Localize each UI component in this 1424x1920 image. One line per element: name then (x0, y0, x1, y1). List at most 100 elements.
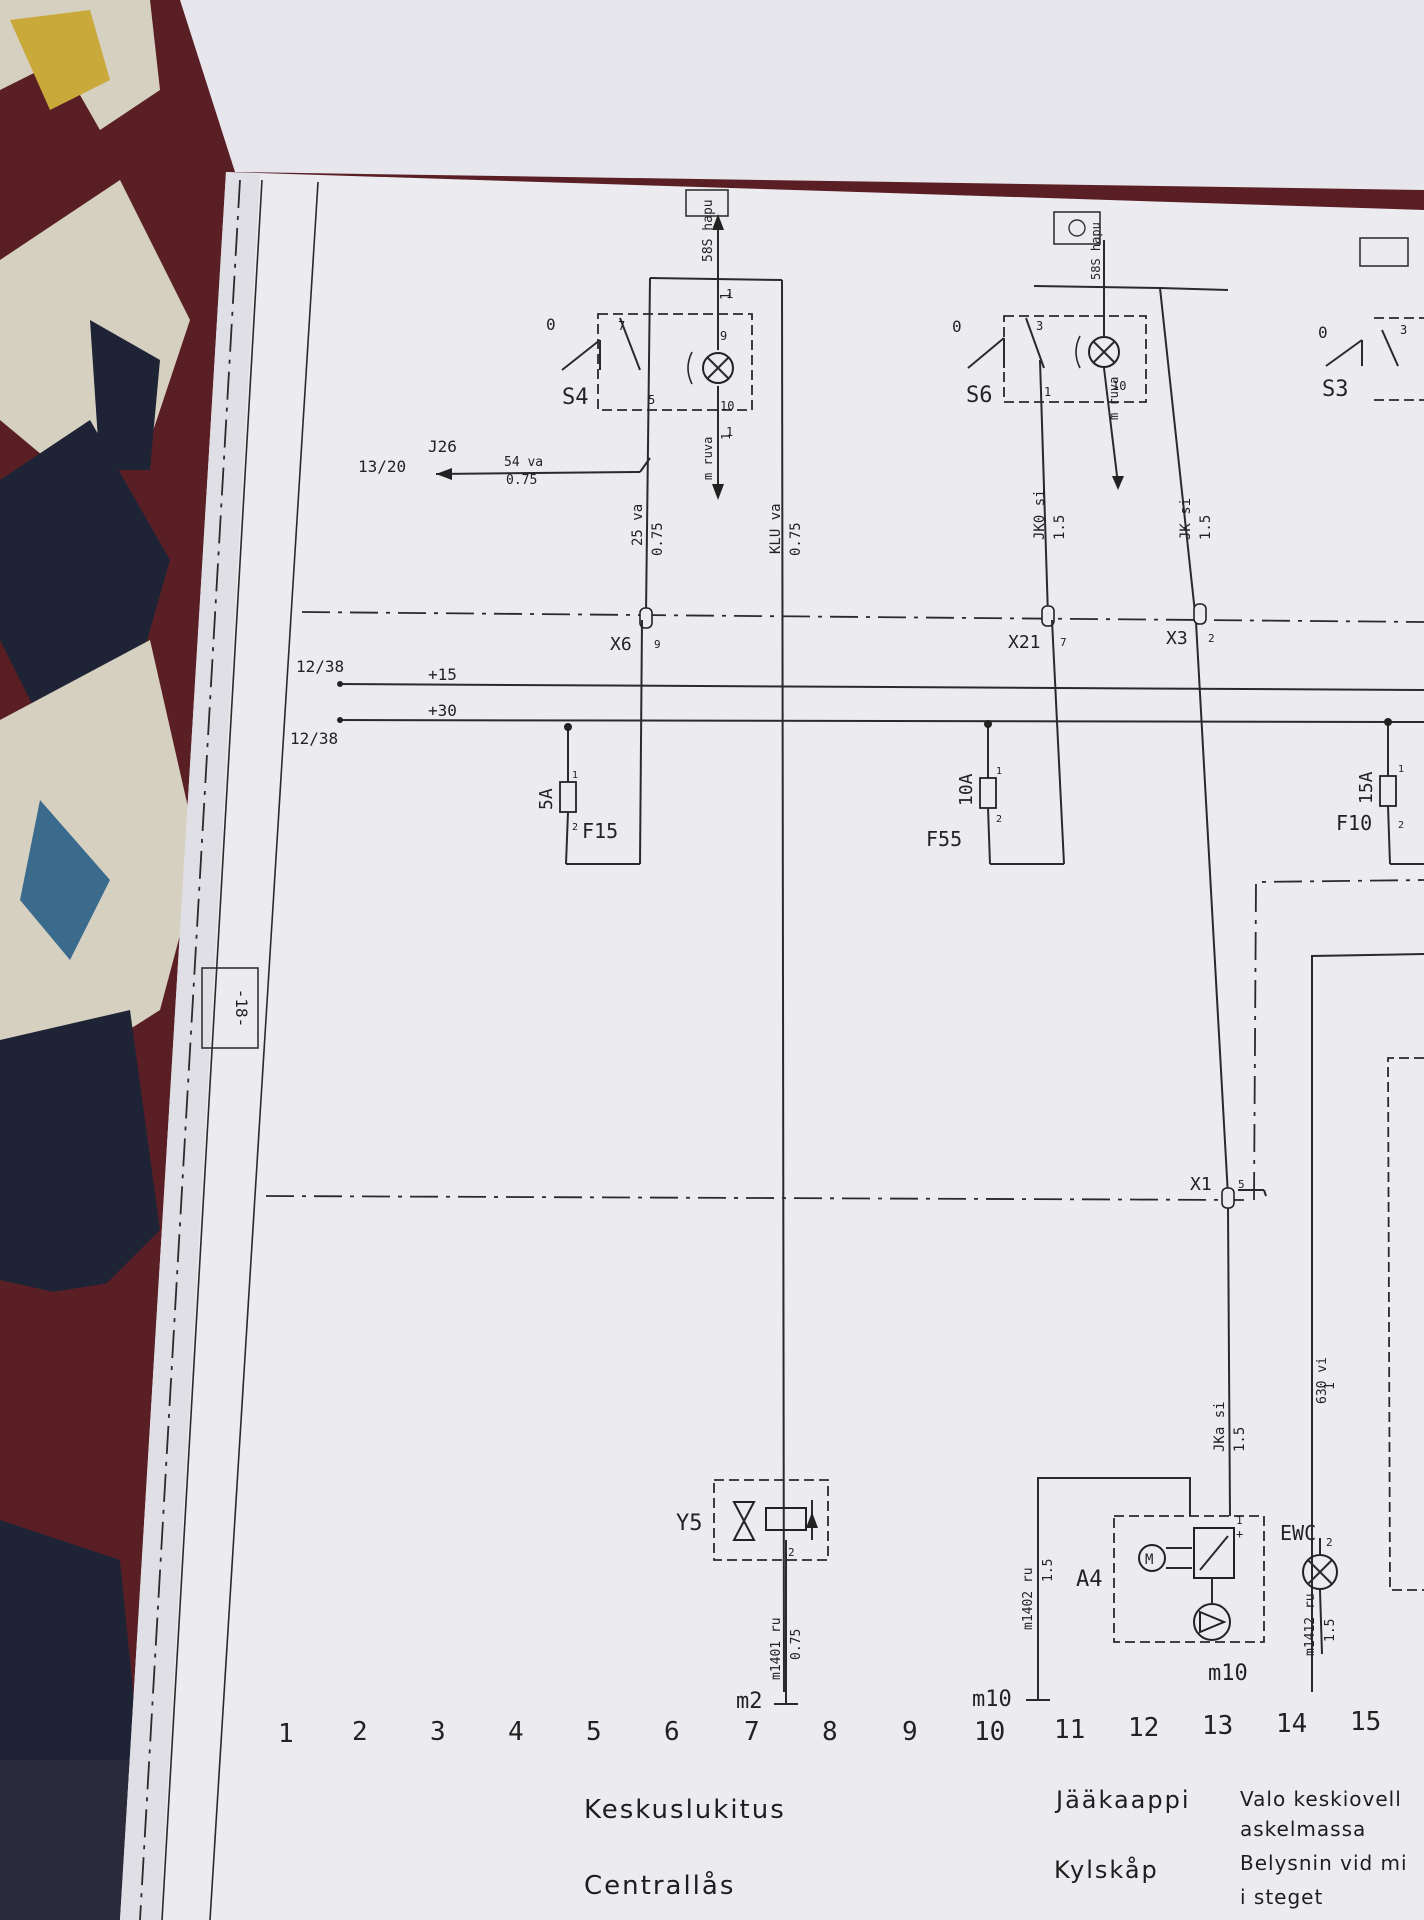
caption-belysnin-1: Belysnin vid mi (1240, 1851, 1408, 1875)
fuse-f15: 5A F15 2 1 (536, 619, 643, 865)
ground-m2: m2 (736, 1689, 798, 1714)
svg-text:1: 1 (1323, 1382, 1338, 1390)
caption-valo-1: Valo keskiovell (1240, 1787, 1402, 1811)
fuse-f10-label: F10 (1336, 811, 1372, 835)
wire-jk (1159, 287, 1197, 623)
svg-text:JK si: JK si (1178, 498, 1194, 540)
svg-text:0.75: 0.75 (650, 522, 666, 556)
ref-j26: J26 (428, 437, 457, 456)
svg-text:0.75: 0.75 (789, 1629, 804, 1660)
switch-s4: 0 S4 7 9 5 10 1 1 (546, 287, 753, 439)
svg-text:2: 2 (788, 1546, 795, 1559)
svg-text:58S hapu: 58S hapu (1089, 222, 1103, 280)
ref-box-s3 (1359, 237, 1409, 267)
svg-text:0: 0 (546, 315, 556, 334)
svg-text:10: 10 (720, 399, 734, 413)
svg-text:+: + (1236, 1527, 1243, 1541)
svg-text:10A: 10A (956, 773, 977, 806)
svg-text:KLU va: KLU va (768, 503, 784, 554)
ref-box-s6 (1053, 211, 1101, 245)
switch-s4-label: S4 (562, 385, 589, 410)
wire-mruva-s6 (1103, 367, 1119, 485)
svg-text:2: 2 (996, 814, 1002, 825)
border-line-inner (209, 181, 319, 1920)
svg-text:X3: X3 (1166, 628, 1188, 649)
svg-text:25 va: 25 va (630, 504, 646, 546)
boundary-line-upper (301, 611, 1424, 623)
rail-plus15: +15 (428, 665, 457, 684)
svg-text:3: 3 (1400, 323, 1407, 337)
connector-x1: X1 5 (1190, 1174, 1267, 1209)
border-dash (139, 179, 241, 1920)
caption-belysnin-2: i steget (1240, 1885, 1323, 1909)
ground-m10-b: m10 (1208, 1661, 1248, 1686)
svg-text:5: 5 (1238, 1178, 1245, 1191)
svg-text:1: 1 (726, 425, 733, 439)
svg-text:5: 5 (648, 393, 655, 407)
lamp-ewc-label: EWC (1280, 1521, 1316, 1545)
caption-keskuslukitus: Keskuslukitus (584, 1795, 786, 1825)
caption-centrallas: Centrallås (584, 1870, 735, 1901)
svg-text:m1401 ru: m1401 ru (769, 1617, 784, 1680)
wire-s4-top (649, 277, 783, 281)
svg-text:15A: 15A (1356, 771, 1377, 804)
svg-text:1.5: 1.5 (1232, 1427, 1248, 1452)
dash-return-line (1253, 879, 1424, 1201)
rail-plus30: +30 (428, 701, 457, 720)
svg-text:13: 13 (1202, 1711, 1233, 1741)
svg-text:m2: m2 (736, 1689, 763, 1714)
svg-text:JKa si: JKa si (1212, 1401, 1228, 1452)
connector-x21: X21 7 (1008, 605, 1067, 653)
ref-j26-page: 13/20 (358, 457, 406, 476)
svg-text:9: 9 (720, 329, 727, 343)
svg-text:X1: X1 (1190, 1174, 1212, 1195)
svg-text:m10: m10 (972, 1687, 1012, 1712)
svg-text:m10: m10 (1208, 1661, 1248, 1686)
switch-s6: 0 S6 3 1 10 (952, 315, 1147, 408)
svg-text:7: 7 (618, 319, 625, 333)
supply-rails: 12/38 12/38 +15 +30 (290, 657, 1424, 748)
svg-text:1: 1 (719, 292, 734, 300)
svg-text:54 va: 54 va (504, 455, 543, 470)
svg-text:5A: 5A (536, 788, 557, 810)
switch-s3-label: S3 (1322, 377, 1349, 402)
svg-text:5: 5 (586, 1717, 602, 1747)
ref-plus15: 12/38 (296, 657, 344, 676)
svg-text:m ruva: m ruva (701, 437, 715, 480)
svg-text:M: M (1145, 1552, 1153, 1568)
caption-jaakaappi: Jääkaappi (1054, 1786, 1191, 1814)
svg-text:1.5: 1.5 (1052, 515, 1068, 540)
lamp-ewc: EWC 2 (1280, 1521, 1338, 1655)
svg-text:630 vi: 630 vi (1315, 1357, 1330, 1404)
svg-text:1: 1 (719, 433, 733, 440)
svg-text:12: 12 (1128, 1713, 1159, 1743)
svg-text:2: 2 (1208, 632, 1215, 645)
wire-25va (645, 277, 651, 615)
svg-text:m1412 ru: m1412 ru (1303, 1593, 1318, 1656)
page-number: -18- (232, 989, 251, 1028)
svg-text:1: 1 (726, 287, 733, 301)
svg-text:0.75: 0.75 (788, 522, 804, 556)
svg-text:2: 2 (1326, 1536, 1333, 1549)
svg-text:2: 2 (352, 1717, 368, 1747)
svg-text:14: 14 (1276, 1709, 1307, 1739)
svg-text:15: 15 (1350, 1707, 1381, 1737)
svg-text:2: 2 (572, 822, 578, 833)
ref-box-s4 (685, 189, 729, 217)
svg-text:X6: X6 (610, 634, 632, 655)
page-number-box: -18- (201, 967, 259, 1049)
svg-text:11: 11 (1054, 1715, 1085, 1745)
ref-plus30: 12/38 (290, 729, 338, 748)
svg-text:1: 1 (996, 766, 1002, 777)
component-y5: Y5 2 (676, 1479, 829, 1561)
svg-text:m1402 ru: m1402 ru (1021, 1567, 1036, 1630)
svg-text:6: 6 (664, 1717, 680, 1747)
border-line-outer (161, 179, 263, 1920)
svg-text:1.5: 1.5 (1041, 1559, 1056, 1582)
fuse-f55: 10A F55 2 1 (926, 619, 1065, 865)
svg-text:7: 7 (1060, 636, 1067, 649)
component-a4: M A4 1 + (1037, 1477, 1265, 1700)
wire-630vi (1311, 953, 1424, 1692)
